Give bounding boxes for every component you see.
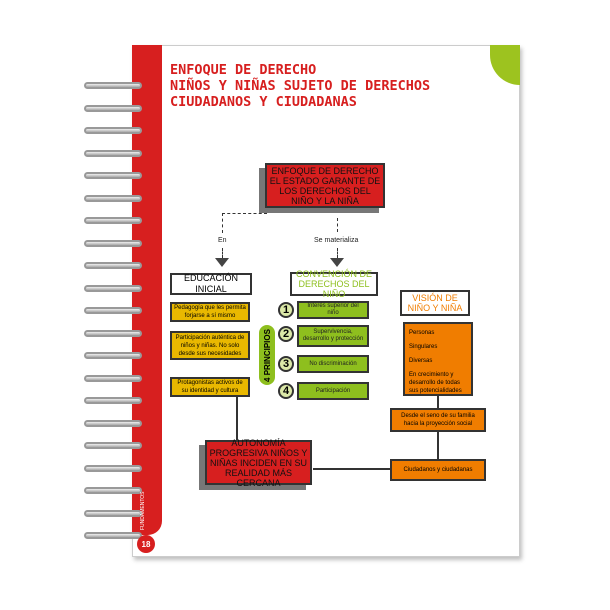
vision-title: VISIÓN DE NIÑO Y NIÑA (400, 290, 470, 316)
arrow-down-icon (330, 258, 344, 267)
page-title: ENFOQUE DE DERECHO NIÑOS Y NIÑAS SUJETO … (170, 62, 430, 110)
main-concept-box: ENFOQUE DE DERECHO EL ESTADO GARANTE DE … (265, 163, 385, 208)
spiral-ring (84, 442, 142, 449)
principle-number: 1 (278, 302, 294, 318)
spiral-ring (84, 239, 142, 247)
spiral-ring (84, 82, 142, 89)
vision-item: Personas (409, 330, 435, 336)
educacion-item: Protagonistas activos de su identidad y … (170, 377, 250, 397)
vision-familia: Desde el seno de su familia hacia la pro… (390, 408, 486, 432)
spiral-ring (84, 509, 142, 517)
title-line: NIÑOS Y NIÑAS SUJETO DE DERECHOS (170, 78, 431, 94)
spiral-ring (84, 217, 142, 224)
spiral-ring (84, 149, 142, 157)
spiral-ring (84, 419, 142, 427)
convencion-title: CONVENCIÓN DE DERECHOS DEL NIÑO (290, 269, 378, 299)
vision-item: En crecimiento y desarrollo de todas sus… (409, 372, 462, 394)
principle-item: Interés superior del niño (297, 301, 369, 319)
spiral-ring (84, 374, 142, 382)
vision-list: Personas Singulares Diversas En crecimie… (403, 322, 473, 396)
principios-label: 4 PRINCIPIOS (262, 328, 272, 382)
principle-item: Supervivencia, desarrollo y protección (297, 325, 369, 347)
spiral-ring (84, 194, 142, 202)
spiral-ring (84, 329, 142, 337)
vision-item: Diversas (409, 358, 433, 364)
principle-item: Participación (297, 382, 369, 400)
spiral-ring (84, 262, 142, 269)
educacion-item: Pedagogía que les permita forjarse a sí … (170, 302, 250, 322)
spiral-ring (84, 172, 142, 179)
spiral-ring (84, 397, 142, 404)
title-line: CIUDADANOS Y CIUDADANAS (170, 94, 357, 110)
spiral-ring (84, 284, 142, 292)
spiral-ring (84, 104, 142, 112)
arrow-down-icon (215, 258, 229, 267)
spiral-ring (84, 307, 142, 314)
page-number: 18 (137, 535, 155, 553)
educacion-item: Participación auténtica de niños y niñas… (170, 331, 250, 360)
spiral-ring (84, 487, 142, 494)
spiral-ring (84, 532, 142, 539)
principle-item: No discriminación (297, 355, 369, 373)
vision-ciudadanos: Ciudadanos y ciudadanas (390, 459, 486, 481)
educacion-title: EDUCACIÓN INICIAL (170, 273, 252, 295)
spiral-ring (84, 127, 142, 134)
spiral-ring (84, 464, 142, 472)
spine-label: FUNDAMENTOS (140, 491, 146, 530)
title-line: ENFOQUE DE DERECHO (170, 62, 317, 78)
principle-number: 2 (278, 326, 294, 342)
principios-badge: 4 PRINCIPIOS (259, 325, 275, 385)
autonomia-box: AUTONOMÍA PROGRESIVA NIÑOS Y NIÑAS INCID… (205, 438, 312, 488)
spiral-ring (84, 352, 142, 359)
principle-number: 3 (278, 356, 294, 372)
label-se-materializa: Se materializa (314, 237, 359, 244)
principle-number: 4 (278, 383, 294, 399)
label-en: En (218, 237, 227, 244)
vision-item: Singulares (409, 344, 438, 350)
